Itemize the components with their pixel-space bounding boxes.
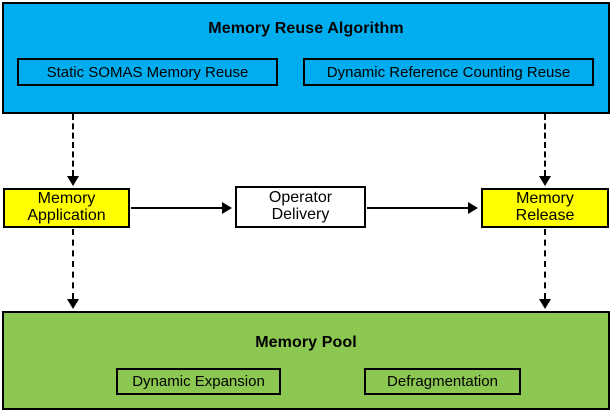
connector-memory-application-to-pool-arrowhead (67, 299, 79, 309)
connector-algorithm-to-memory-application-line (72, 114, 74, 176)
memory-pool-band (2, 311, 610, 410)
dynamic-reference-counting-reuse-box[interactable]: Dynamic Reference Counting Reuse (303, 58, 594, 86)
static-somas-memory-reuse-box[interactable]: Static SOMAS Memory Reuse (17, 58, 278, 86)
connector-memory-application-to-pool-line (72, 229, 74, 299)
connector-operator-to-release-arrowhead (468, 202, 478, 214)
connector-algorithm-to-memory-release-arrowhead (539, 176, 551, 186)
defragmentation-box[interactable]: Defragmentation (364, 368, 521, 395)
connector-application-to-operator-arrowhead (222, 202, 232, 214)
operator-delivery-box[interactable]: Operator Delivery (235, 186, 366, 228)
dynamic-expansion-box[interactable]: Dynamic Expansion (116, 368, 281, 395)
memory-reuse-algorithm-title: Memory Reuse Algorithm (208, 20, 404, 37)
memory-release-box[interactable]: Memory Release (481, 188, 609, 228)
memory-application-box[interactable]: Memory Application (3, 188, 130, 228)
connector-algorithm-to-memory-application-arrowhead (67, 176, 79, 186)
memory-pool-title: Memory Pool (255, 334, 357, 351)
connector-operator-to-release-line (367, 207, 469, 209)
connector-algorithm-to-memory-release-line (544, 114, 546, 176)
connector-application-to-operator-line (131, 207, 223, 209)
connector-memory-release-to-pool-arrowhead (539, 299, 551, 309)
connector-memory-release-to-pool-line (544, 229, 546, 299)
